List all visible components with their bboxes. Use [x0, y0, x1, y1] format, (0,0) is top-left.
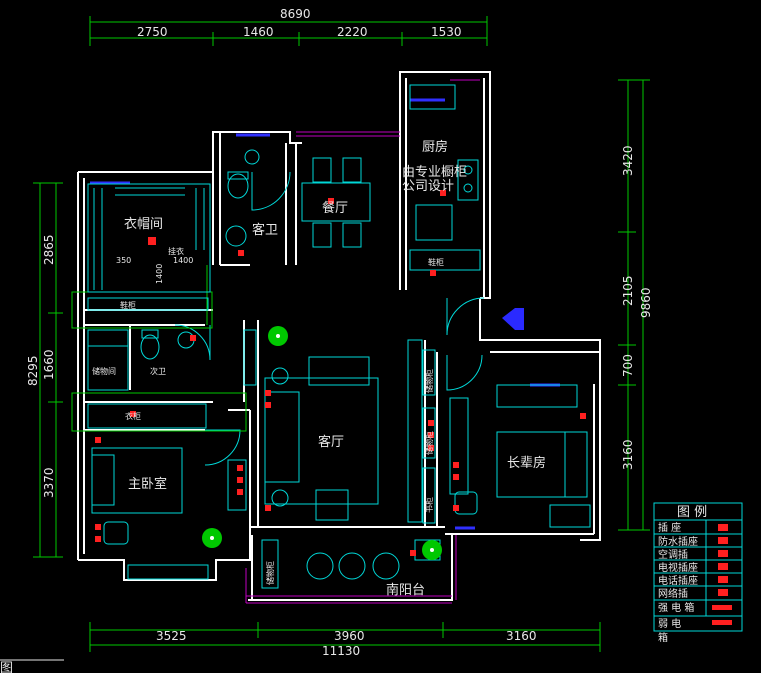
- top-dim-1: 2750: [137, 25, 168, 39]
- top-dim-3: 2220: [337, 25, 368, 39]
- right-dimension-lines: [618, 79, 650, 531]
- left-dim-2: 1660: [42, 349, 56, 380]
- corner-tag: 图: [0, 661, 13, 673]
- dim-mark-1: 350: [116, 256, 131, 265]
- room-label-kitchen: 厨房: [422, 139, 448, 155]
- bottom-dim-1: 3525: [156, 629, 187, 643]
- legend-title: 图 例: [677, 505, 707, 520]
- label-hanging: 挂衣: [168, 246, 184, 256]
- label-balcony-cabinet: 储物柜: [265, 561, 275, 585]
- left-dimension-lines: [33, 182, 63, 558]
- legend-item-tv: 电视插座: [658, 561, 698, 574]
- legend-symbols: [712, 524, 732, 625]
- entrance-arrow-icon: [502, 308, 524, 330]
- label-shoe-cabinet: 鞋柜: [120, 300, 136, 310]
- right-dim-2: 2105: [621, 275, 635, 306]
- room-label-master: 主卧室: [128, 476, 167, 492]
- legend-item-power-box: 强 电 箱: [658, 601, 694, 614]
- label-living-bookcase: 书柜: [424, 497, 434, 513]
- bottom-total-dim: 11130: [322, 644, 360, 658]
- dim-mark-3: 1400: [155, 264, 164, 284]
- furniture: [87, 84, 591, 589]
- left-dim-1: 2865: [42, 234, 56, 265]
- walls: [77, 71, 601, 601]
- right-dim-1: 3420: [621, 145, 635, 176]
- legend-item-socket: 插 座: [658, 521, 681, 534]
- label-wardrobe: 衣柜: [125, 411, 141, 421]
- legend-item-phone: 电话插座: [658, 574, 698, 587]
- windows: [245, 79, 480, 604]
- legend-footer: 箱: [658, 631, 668, 644]
- label-kitchen-cabinet: 鞋柜: [428, 257, 444, 267]
- right-dim-3: 700: [621, 354, 635, 377]
- top-total-dim: 8690: [280, 7, 311, 21]
- label-living-cabinet-2: 储物柜: [424, 431, 434, 455]
- room-label-second-bath: 次卫: [150, 366, 166, 376]
- label-living-cabinet-1: 储物柜: [424, 369, 434, 393]
- room-label-storage: 储物间: [92, 366, 116, 376]
- room-label-living: 客厅: [318, 434, 344, 450]
- legend-item-network: 网络插: [658, 587, 688, 600]
- room-label-cloakroom: 衣帽间: [124, 216, 163, 232]
- legend-item-weak-box: 弱 电: [658, 617, 681, 630]
- room-label-guest-bath: 客卫: [252, 222, 278, 238]
- right-total-dim: 9860: [639, 287, 653, 318]
- legend-item-waterproof: 防水插座: [658, 535, 698, 548]
- legend-item-ac: 空调插: [658, 548, 688, 561]
- socket-symbols: [95, 190, 586, 556]
- dim-mark-2: 1400: [173, 256, 193, 265]
- left-dim-3: 3370: [42, 467, 56, 498]
- kitchen-note-2: 公司设计: [402, 179, 454, 194]
- top-dim-2: 1460: [243, 25, 274, 39]
- room-label-elder: 长辈房: [507, 455, 546, 471]
- legend: [653, 502, 743, 632]
- top-dim-4: 1530: [431, 25, 462, 39]
- doors: [174, 171, 485, 466]
- top-dimension-lines: [89, 16, 488, 46]
- left-total-dim: 8295: [26, 355, 40, 386]
- right-dim-4: 3160: [621, 439, 635, 470]
- bottom-dim-2: 3960: [334, 629, 365, 643]
- bottom-dim-3: 3160: [506, 629, 537, 643]
- kitchen-note-1: 由专业橱柜: [402, 165, 467, 180]
- bottom-dimension-lines: [89, 622, 601, 652]
- room-label-balcony: 南阳台: [386, 582, 425, 598]
- room-label-dining: 餐厅: [322, 200, 348, 216]
- plant-icon-centers: [210, 334, 434, 552]
